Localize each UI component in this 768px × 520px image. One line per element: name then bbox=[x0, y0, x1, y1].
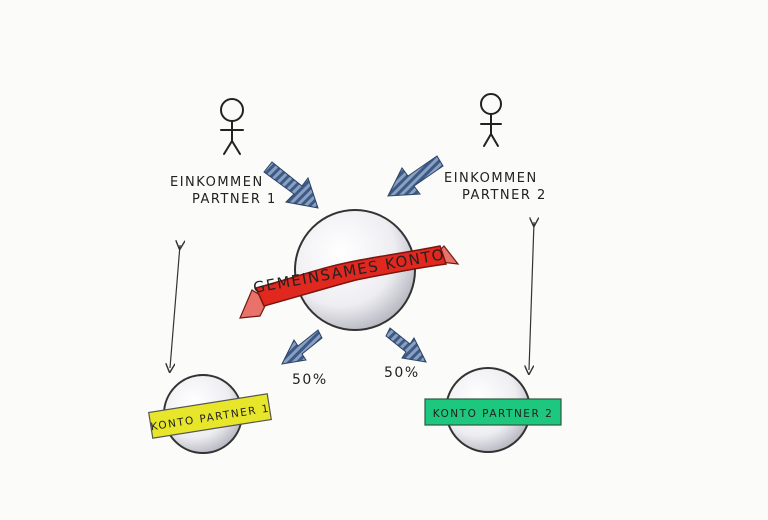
split-arrow-right bbox=[385, 327, 427, 363]
partner1-income-label: EINKOMMEN bbox=[170, 175, 264, 190]
connector-partner1 bbox=[170, 245, 180, 368]
split-right-label: 50% bbox=[384, 365, 420, 381]
split-arrow-left bbox=[281, 329, 323, 365]
connector-partner2 bbox=[529, 222, 534, 370]
partner2-figure-icon bbox=[480, 93, 502, 147]
partner2-income-label-2: PARTNER 2 bbox=[462, 188, 547, 203]
partner1-income-line2: PARTNER 1 bbox=[192, 192, 277, 207]
income-arrow-partner1 bbox=[263, 161, 319, 209]
partner2-income-line2: PARTNER 2 bbox=[462, 188, 547, 203]
partner2-account-tag: KONTO PARTNER 2 bbox=[424, 398, 562, 426]
partner1-figure-icon bbox=[220, 98, 244, 155]
income-arrow-partner2 bbox=[387, 155, 444, 197]
partner1-income-label-2: PARTNER 1 bbox=[192, 192, 277, 207]
partner2-income-line1: EINKOMMEN bbox=[444, 171, 538, 186]
split-left-label: 50% bbox=[292, 372, 328, 388]
partner2-account-label: KONTO PARTNER 2 bbox=[433, 408, 554, 420]
partner2-account-tag-body bbox=[424, 398, 562, 426]
partner1-income-line1: EINKOMMEN bbox=[170, 175, 264, 190]
partner1-account-tag-body bbox=[148, 393, 272, 439]
partner2-income-label: EINKOMMEN bbox=[444, 171, 538, 186]
joint-account-ribbon-body bbox=[254, 245, 447, 307]
